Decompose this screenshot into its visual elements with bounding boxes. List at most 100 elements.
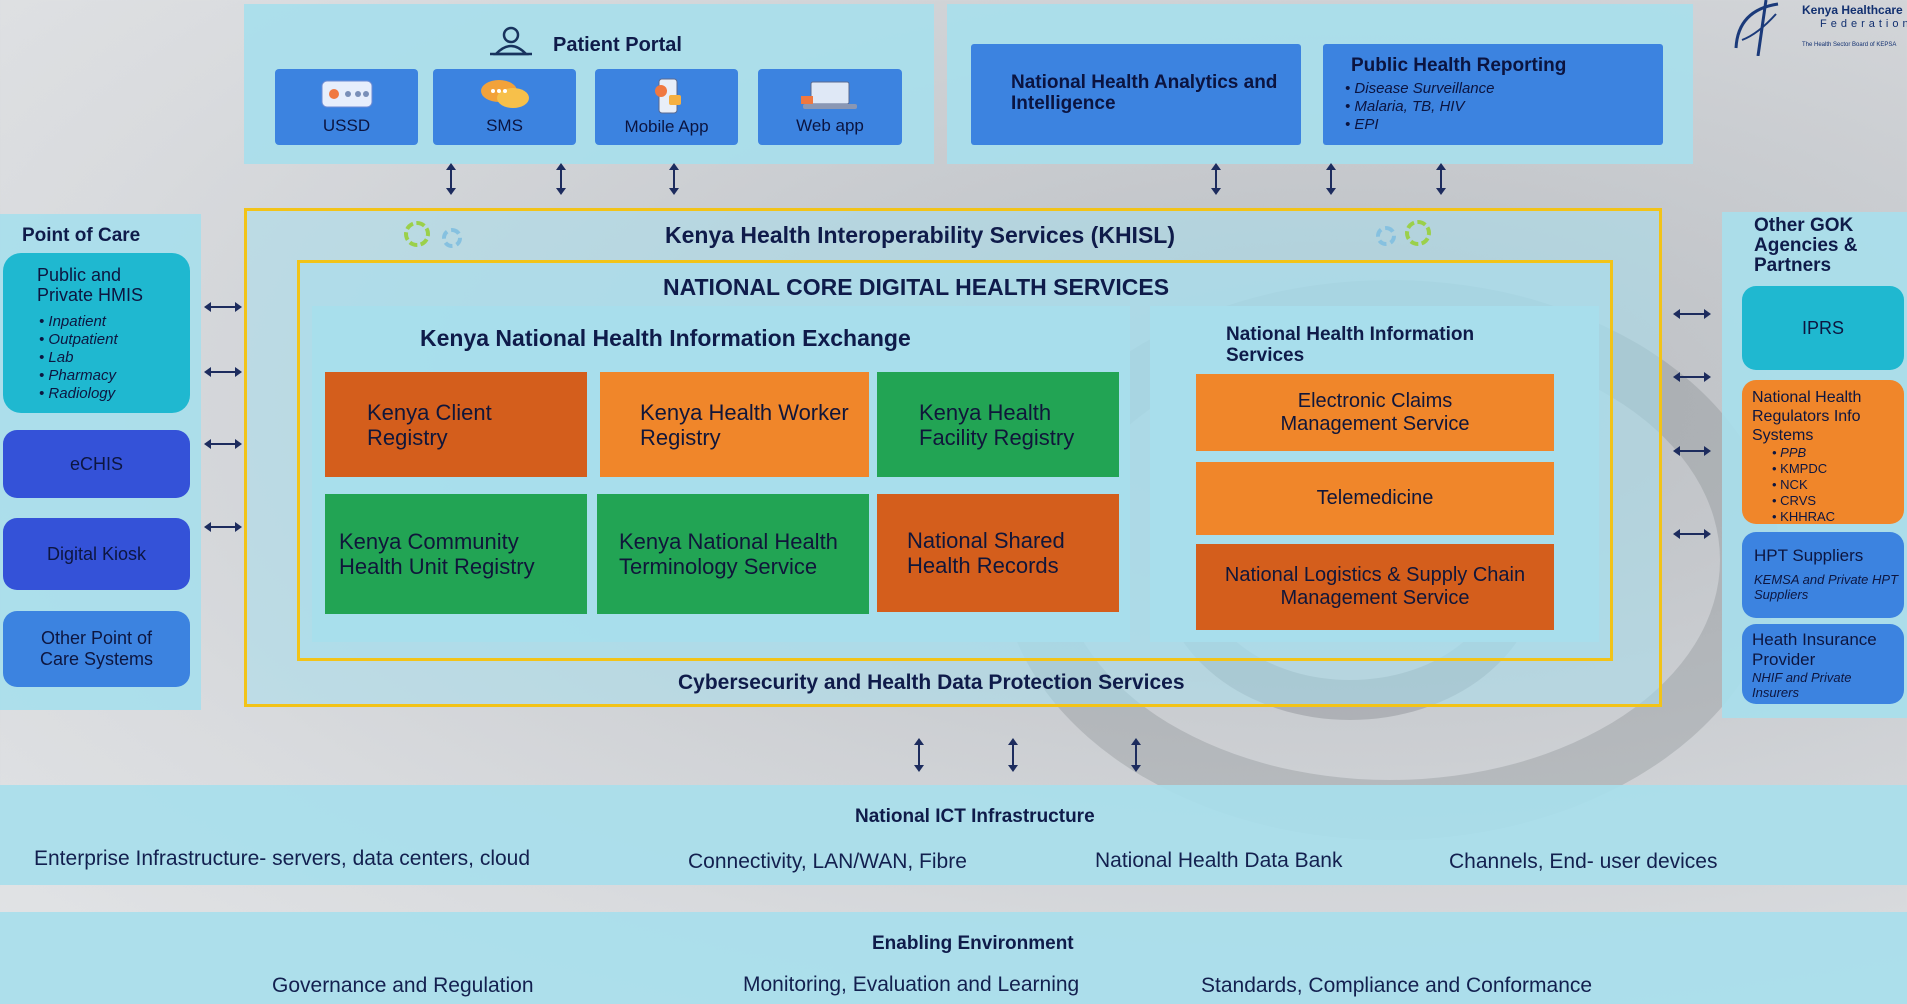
arrow-connector	[1673, 372, 1711, 382]
iprs-label: IPRS	[1801, 317, 1844, 338]
registry-health-facility[interactable]: Kenya Health Facility Registry	[877, 372, 1119, 477]
arrow-connector	[1673, 529, 1711, 539]
logo: Kenya Healthcare Federation The Health S…	[1728, 0, 1907, 56]
arrow-connector	[1326, 163, 1336, 195]
regulators-box[interactable]: National Health Regulators Info Systems …	[1742, 380, 1904, 524]
regulators-title: National Health Regulators Info Systems	[1752, 389, 1862, 444]
arrow-connector	[1673, 446, 1711, 456]
ict-panel	[0, 785, 1907, 885]
public-health-title: Public Health Reporting	[1351, 55, 1567, 76]
enabling-panel	[0, 912, 1907, 1004]
regulators-list: PPB KMPDC NCK CRVS KHHRAC	[1772, 445, 1835, 525]
channel-mobile-app[interactable]: Mobile App	[595, 69, 738, 145]
registry-shared-health-records[interactable]: National Shared Health Records	[877, 494, 1119, 612]
channel-web-app-label: Web app	[796, 116, 864, 135]
other-poc-box[interactable]: Other Point of Care Systems	[3, 611, 190, 687]
enabling-item: Monitoring, Evaluation and Learning	[743, 973, 1080, 996]
point-of-care-title: Point of Care	[22, 225, 141, 246]
hmis-item: Outpatient	[39, 331, 117, 349]
laptop-icon	[801, 81, 857, 109]
ict-item: National Health Data Bank	[1095, 849, 1343, 872]
arrow-connector	[1131, 738, 1141, 772]
registry-community-health-unit[interactable]: Kenya Community Health Unit Registry	[325, 494, 587, 614]
registry-label: Kenya Health Worker Registry	[640, 399, 849, 450]
analytics-title: National Health Analytics and Intelligen…	[1011, 72, 1288, 114]
registry-kenya-client[interactable]: Kenya Client Registry	[325, 372, 587, 477]
public-health-item: Disease Surveillance	[1345, 80, 1494, 98]
hmis-box[interactable]: Public and Private HMIS Inpatient Outpat…	[3, 253, 190, 413]
arrow-connector	[204, 439, 242, 449]
insurance-box[interactable]: Heath Insurance Provider NHIF and Privat…	[1742, 624, 1904, 704]
regulator-item: NCK	[1772, 477, 1835, 493]
core-title: NATIONAL CORE DIGITAL HEALTH SERVICES	[663, 274, 1170, 300]
registry-health-worker[interactable]: Kenya Health Worker Registry	[600, 372, 869, 477]
channel-web-app[interactable]: Web app	[758, 69, 902, 145]
registry-health-terminology[interactable]: Kenya National Health Terminology Servic…	[597, 494, 869, 614]
public-health-list: Disease Surveillance Malaria, TB, HIV EP…	[1345, 80, 1495, 134]
arrow-connector	[669, 163, 679, 195]
service-telemedicine[interactable]: Telemedicine	[1196, 462, 1554, 535]
enabling-title: Enabling Environment	[872, 933, 1074, 954]
enabling-item: Governance and Regulation	[272, 974, 534, 997]
mobile-phone-icon	[654, 78, 681, 114]
arrow-connector	[1436, 163, 1446, 195]
regulator-item: KMPDC	[1772, 461, 1835, 477]
arrow-connector	[556, 163, 566, 195]
public-health-item: EPI	[1345, 116, 1495, 134]
echis-box[interactable]: eCHIS	[3, 430, 190, 498]
gear-icon	[1376, 226, 1396, 246]
hie-title: Kenya National Health Information Exchan…	[420, 325, 911, 351]
registry-label: Kenya National Health Terminology Servic…	[619, 529, 838, 579]
registry-label: Kenya Community Health Unit Registry	[339, 529, 535, 579]
registry-label: Kenya Health Facility Registry	[919, 399, 1075, 450]
regulator-item: CRVS	[1772, 493, 1835, 509]
channel-sms[interactable]: SMS	[433, 69, 576, 145]
service-electronic-claims[interactable]: Electronic Claims Management Service	[1196, 374, 1554, 451]
insurance-subtitle: NHIF and Private Insurers	[1752, 670, 1852, 700]
registry-label: National Shared Health Records	[907, 528, 1065, 578]
service-label: Electronic Claims Management Service	[1280, 389, 1470, 435]
echis-label: eCHIS	[69, 453, 123, 474]
public-health-box[interactable]: Public Health Reporting Disease Surveill…	[1323, 44, 1663, 145]
channel-ussd[interactable]: USSD	[275, 69, 418, 145]
service-logistics-supply-chain[interactable]: National Logistics & Supply Chain Manage…	[1196, 544, 1554, 630]
user-icon	[490, 26, 532, 56]
ussd-icon	[321, 80, 372, 108]
hmis-list: Inpatient Outpatient Lab Pharmacy Radiol…	[39, 313, 118, 403]
gear-icon	[442, 228, 462, 248]
chat-bubbles-icon	[480, 80, 529, 108]
channel-sms-label: SMS	[486, 116, 523, 135]
hmis-item: Pharmacy	[39, 367, 118, 385]
digital-kiosk-label: Digital Kiosk	[46, 543, 147, 564]
channel-mobile-app-label: Mobile App	[624, 117, 709, 136]
gear-icon	[1405, 220, 1431, 246]
logo-emblem-icon	[1734, 0, 1779, 56]
ict-item: Enterprise Infrastructure- servers, data…	[34, 847, 531, 870]
other-poc-label: Other Point of Care Systems	[39, 628, 154, 669]
regulator-item: PPB	[1772, 445, 1835, 461]
nhis-title: National Health Information Services	[1226, 324, 1475, 366]
gear-icon	[404, 221, 430, 247]
public-health-item: Malaria, TB, HIV	[1345, 98, 1495, 116]
ict-item: Channels, End- user devices	[1449, 850, 1718, 873]
analytics-box[interactable]: National Health Analytics and Intelligen…	[971, 44, 1301, 145]
arrow-connector	[204, 522, 242, 532]
service-label: Telemedicine	[1316, 487, 1434, 509]
hmis-item: Inpatient	[39, 313, 118, 331]
partners-title: Other GOK Agencies & Partners	[1754, 215, 1858, 276]
logo-name: Kenya Healthcare	[1802, 3, 1903, 17]
hpt-suppliers-box[interactable]: HPT Suppliers KEMSA and Private HPT Supp…	[1742, 532, 1904, 618]
enabling-item: Standards, Compliance and Conformance	[1201, 974, 1593, 997]
iprs-box[interactable]: IPRS	[1742, 286, 1904, 370]
hmis-title: Public and Private HMIS	[37, 265, 144, 305]
arrow-connector	[446, 163, 456, 195]
ict-item: Connectivity, LAN/WAN, Fibre	[688, 850, 967, 873]
registry-label: Kenya Client Registry	[367, 399, 492, 450]
digital-kiosk-box[interactable]: Digital Kiosk	[3, 518, 190, 590]
logo-name-line2: Federation	[1820, 18, 1907, 30]
arrow-connector	[1008, 738, 1018, 772]
logo-tagline: The Health Sector Board of KEPSA	[1802, 42, 1897, 48]
arrow-connector	[1673, 309, 1711, 319]
ict-title: National ICT Infrastructure	[855, 806, 1095, 827]
cybersecurity-title: Cybersecurity and Health Data Protection…	[678, 671, 1185, 694]
